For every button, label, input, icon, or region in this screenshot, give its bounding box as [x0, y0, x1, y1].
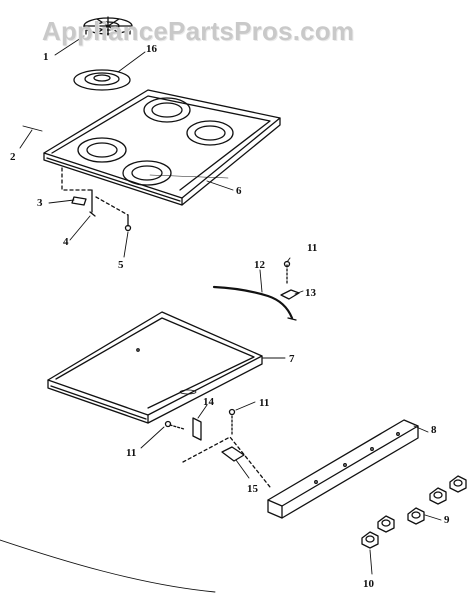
callout-6: 6 — [236, 185, 242, 197]
callout-11: 11 — [307, 242, 317, 254]
burner-opening — [143, 97, 191, 123]
support-hardware — [164, 408, 271, 488]
burner-grate-part — [83, 16, 133, 36]
control-knob — [429, 487, 447, 505]
callout-4: 4 — [63, 236, 69, 248]
lift-rod-bracket — [212, 260, 300, 321]
callout-13: 13 — [305, 287, 317, 299]
callout-8: 8 — [431, 424, 437, 436]
callout-labels: 1 16 2 6 3 4 5 11 12 13 7 14 11 11 8 15 … — [10, 43, 450, 590]
burner-opening — [122, 160, 172, 186]
burner-box-part — [47, 311, 263, 424]
burner-opening — [186, 120, 234, 146]
callout-1: 1 — [43, 51, 49, 63]
callout-16: 16 — [146, 43, 158, 55]
control-knob — [377, 515, 395, 533]
callout-11: 11 — [126, 447, 136, 459]
control-panel-part — [267, 419, 419, 519]
cooktop-main-top-part — [43, 89, 281, 206]
burner-opening — [77, 137, 127, 163]
callout-11: 11 — [259, 397, 269, 409]
callout-10: 10 — [363, 578, 375, 590]
callout-2: 2 — [10, 151, 16, 163]
control-knob — [407, 507, 425, 525]
callout-9: 9 — [444, 514, 450, 526]
callout-7: 7 — [289, 353, 295, 365]
leader-lines — [0, 35, 442, 593]
site-watermark: AppliancePartsPros.com — [42, 16, 355, 46]
burner-ring-part — [73, 69, 131, 91]
control-knob — [361, 531, 379, 549]
callout-14: 14 — [203, 396, 215, 408]
callout-12: 12 — [254, 259, 266, 271]
control-knob — [449, 475, 467, 493]
top-hinge-hardware — [61, 167, 132, 232]
callout-3: 3 — [37, 197, 43, 209]
callout-15: 15 — [247, 483, 259, 495]
callout-5: 5 — [118, 259, 124, 271]
